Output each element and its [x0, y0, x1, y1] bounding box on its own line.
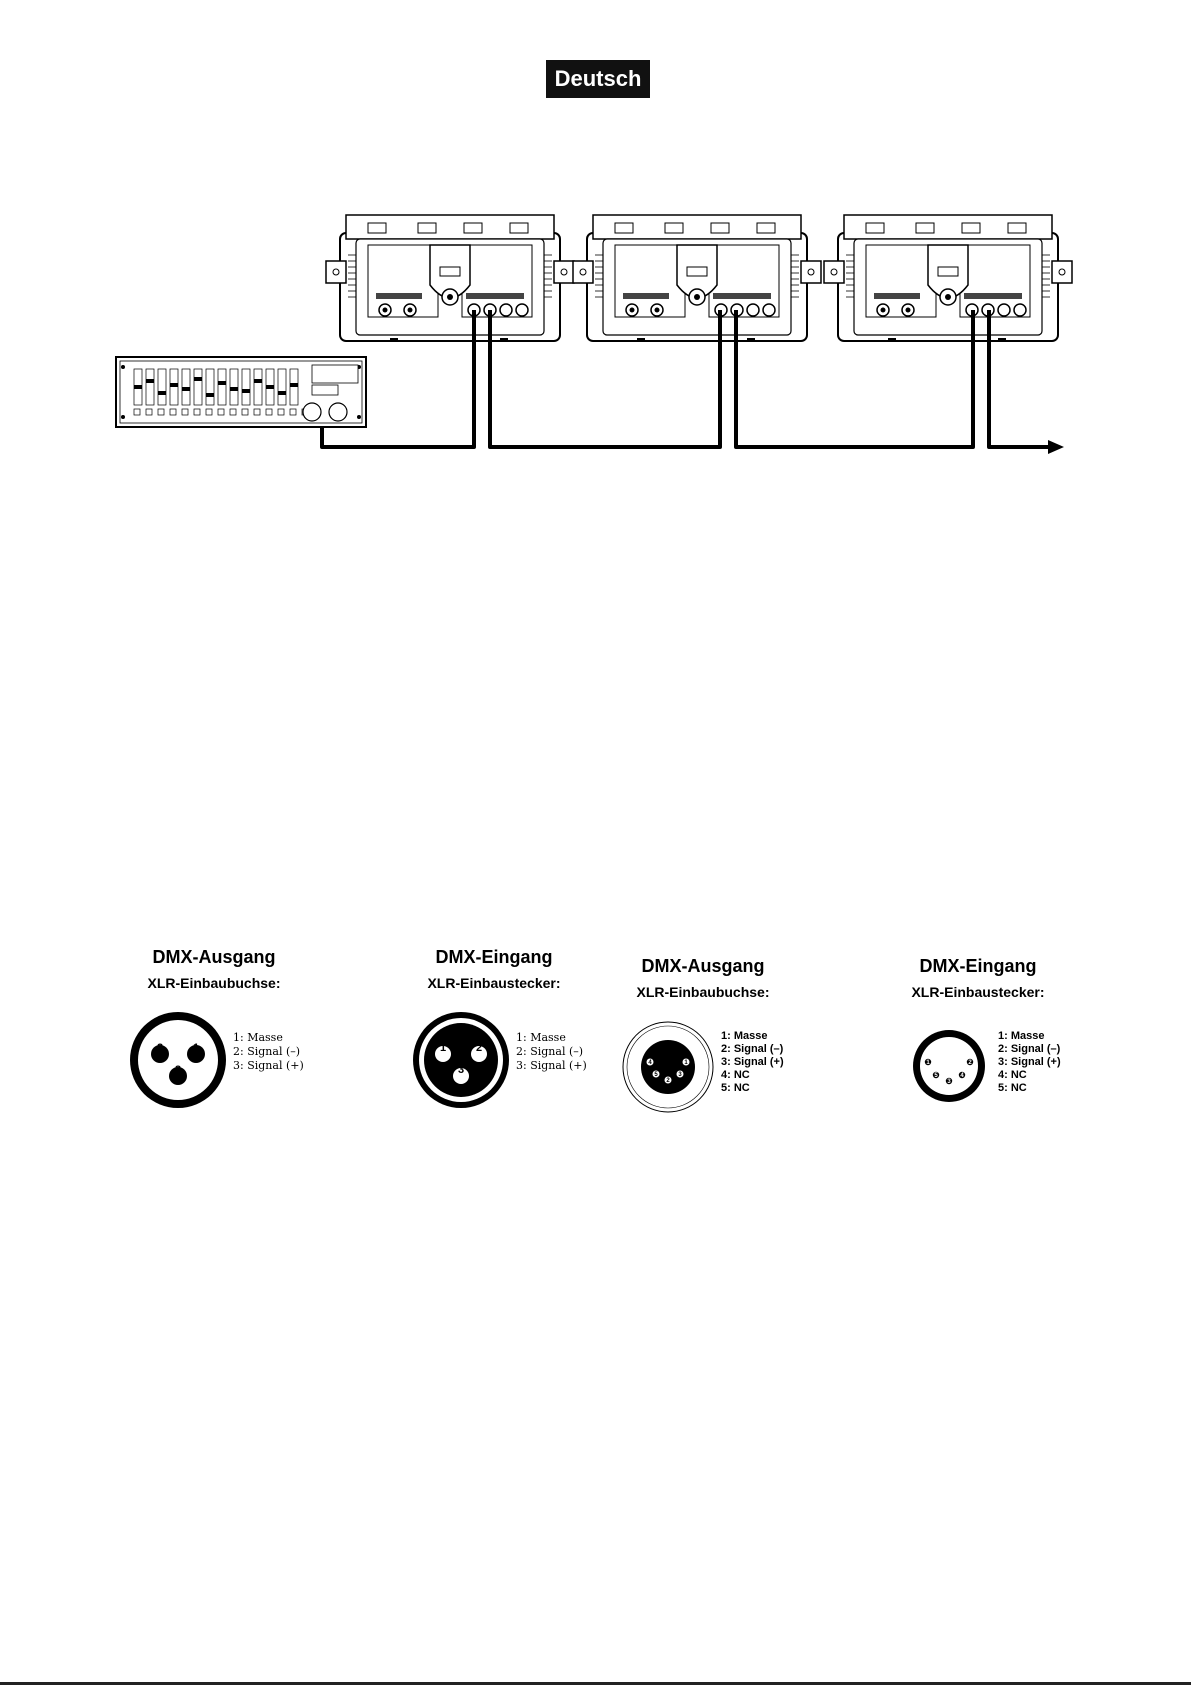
xlr-3pin-female-icon: 2 1 3 [130, 1012, 226, 1108]
svg-text:3: 3 [947, 1079, 951, 1085]
connector-1-title: DMX-Ausgang [152, 947, 276, 967]
svg-text:1: 1 [440, 1042, 446, 1054]
connector-2-title: DMX-Eingang [435, 947, 553, 967]
svg-text:2: 2 [968, 1060, 972, 1066]
xlr-5pin-female-icon: 4 5 2 3 1 [622, 1021, 714, 1113]
xlr-5pin-male-icon: 1 2 3 4 5 [913, 1030, 985, 1102]
svg-text:1: 1 [684, 1060, 688, 1066]
svg-text:2: 2 [666, 1078, 670, 1084]
svg-text:3: 3 [678, 1072, 682, 1078]
connector-3-subtitle: XLR-Einbaubuchse: [636, 984, 770, 1000]
connector-1-subtitle: XLR-Einbaubuchse: [147, 975, 281, 991]
connector-4-title: DMX-Eingang [919, 956, 1037, 976]
svg-text:4: 4 [648, 1060, 652, 1066]
svg-text:4: 4 [960, 1073, 964, 1079]
xlr-3pin-male-icon: 1 2 3 [413, 1012, 509, 1108]
svg-text:3: 3 [458, 1064, 464, 1076]
svg-text:1: 1 [926, 1060, 930, 1066]
connector-4-pinout: 1: Masse 2: Signal (–) 3: Signal (+) 4: … [998, 1030, 1061, 1094]
page-bottom-rule [0, 1682, 1191, 1685]
fixture-3 [823, 214, 1073, 342]
connector-4-subtitle: XLR-Einbaustecker: [911, 984, 1045, 1000]
dmx-cable [320, 310, 1052, 449]
connector-3-title: DMX-Ausgang [641, 956, 765, 976]
dmx-controller [115, 356, 367, 428]
connector-1-pinout: 1: Masse 2: Signal (–) 3: Signal (+) [233, 1031, 304, 1072]
fixture-1 [325, 214, 575, 342]
connector-2-subtitle: XLR-Einbaustecker: [427, 975, 561, 991]
fixture-2 [572, 214, 822, 342]
connector-2-pinout: 1: Masse 2: Signal (–) 3: Signal (+) [516, 1031, 587, 1072]
svg-text:2: 2 [476, 1042, 482, 1054]
svg-text:1: 1 [193, 1042, 199, 1054]
svg-text:5: 5 [654, 1072, 658, 1078]
svg-text:3: 3 [175, 1064, 181, 1076]
svg-text:5: 5 [934, 1073, 938, 1079]
language-badge: Deutsch [546, 60, 650, 98]
svg-text:2: 2 [157, 1042, 163, 1054]
dmx-wiring-diagram [115, 214, 1073, 454]
cable-arrow-icon [1048, 440, 1064, 454]
connector-3-pinout: 1: Masse 2: Signal (–) 3: Signal (+) 4: … [721, 1030, 784, 1094]
